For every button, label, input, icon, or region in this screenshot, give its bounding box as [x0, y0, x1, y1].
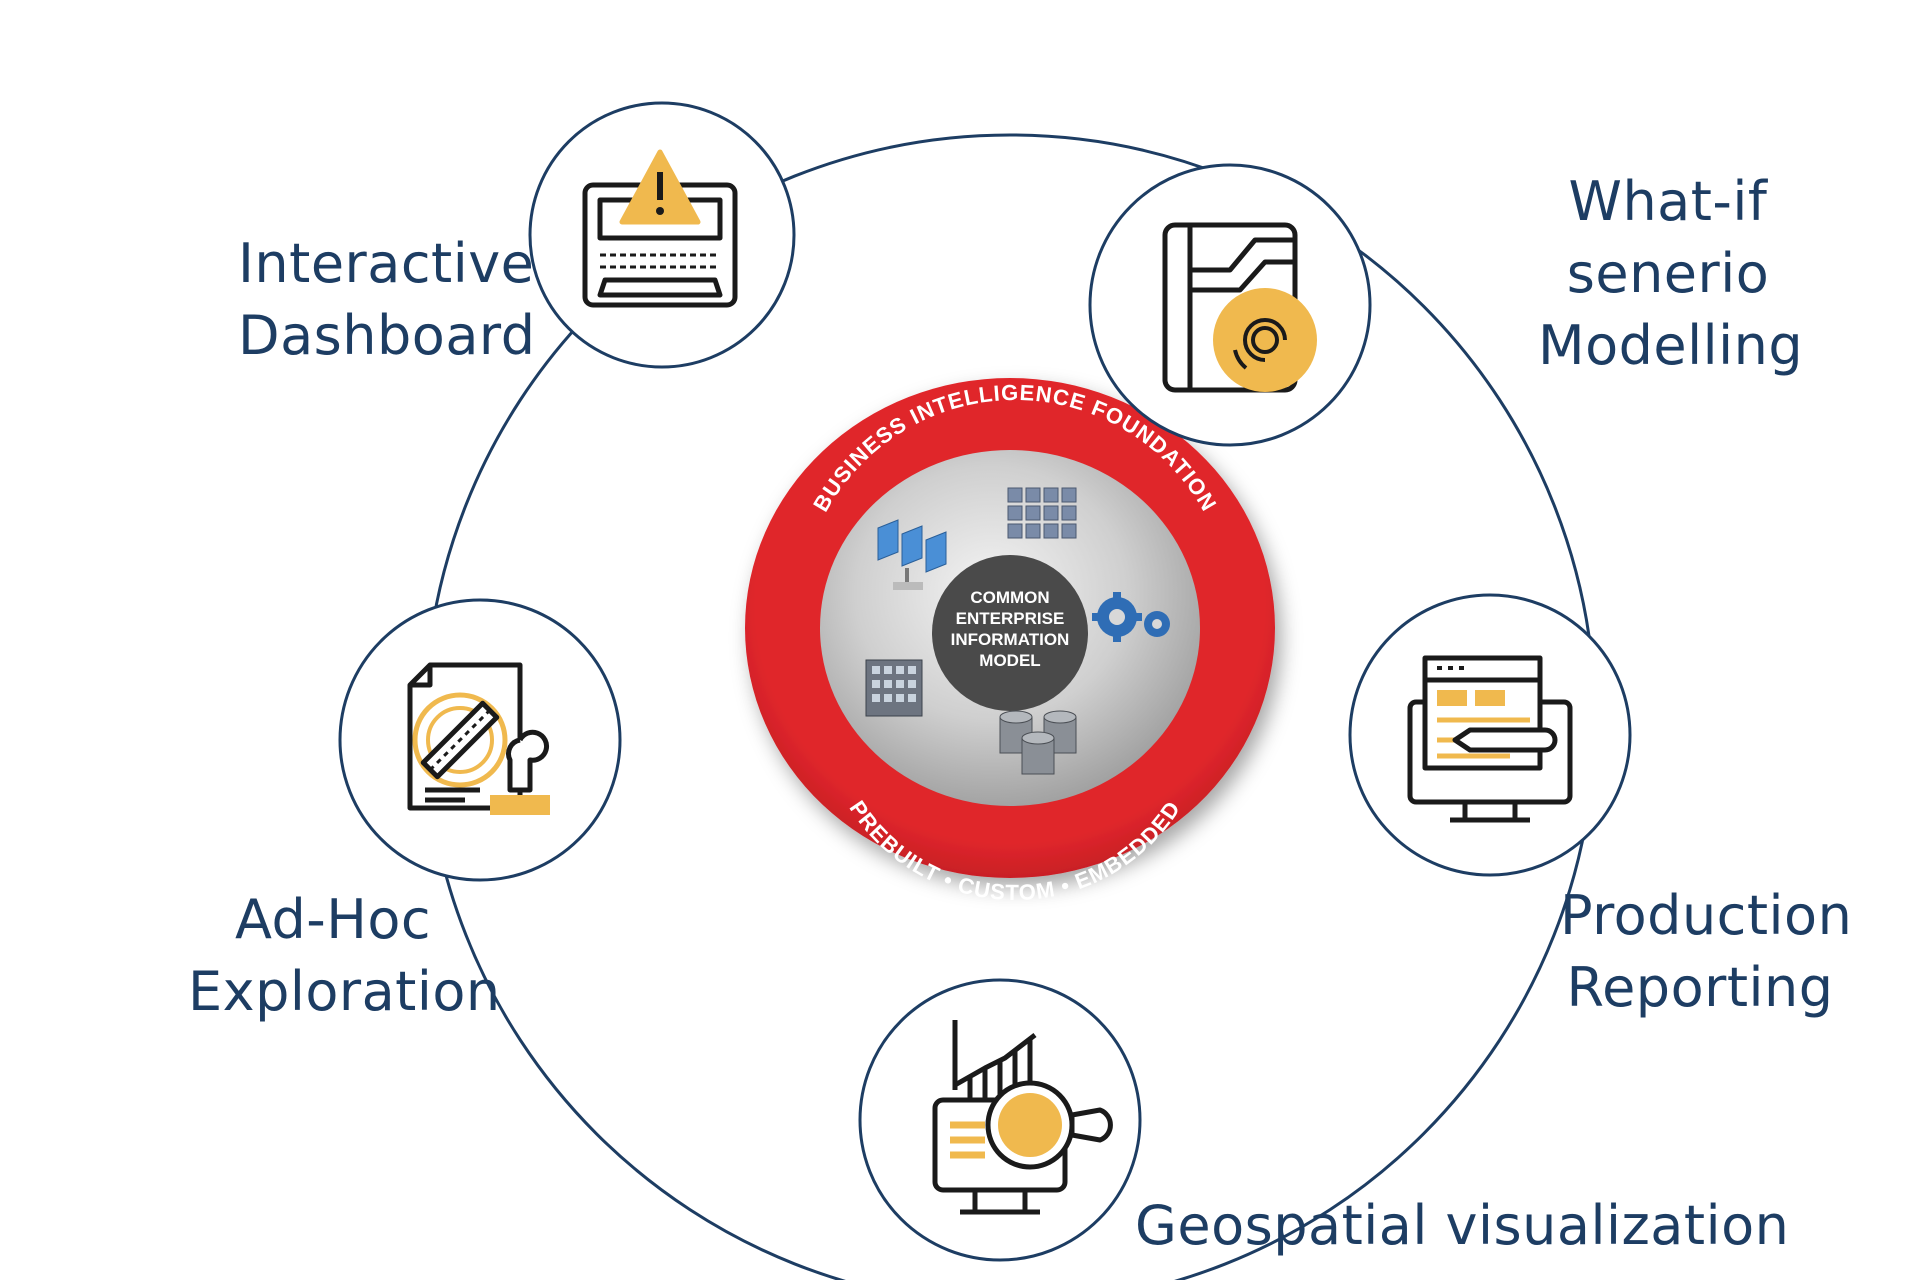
database-cylinders-icon [999, 710, 1077, 775]
node-production-reporting[interactable] [1348, 593, 1632, 877]
document-stamp-icon [407, 662, 550, 815]
label-line: senerio [1566, 242, 1770, 305]
node-interactive-dashboard[interactable] [528, 101, 796, 369]
core-model-circle [932, 555, 1088, 711]
core-line-4: MODEL [979, 651, 1040, 670]
label-line: Exploration [188, 960, 501, 1023]
node-ad-hoc-exploration[interactable] [338, 598, 622, 882]
label-line: What-if [1568, 170, 1768, 233]
label-ad-hoc-exploration: Ad-Hoc Exploration [188, 884, 501, 1028]
label-geospatial-visualization: Geospatial visualization [1135, 1190, 1789, 1262]
node-geospatial-visualization[interactable] [858, 978, 1142, 1262]
office-building-icon [865, 659, 923, 717]
label-what-if-modelling: What-if senerio Modelling [1538, 166, 1804, 382]
label-line: Modelling [1538, 314, 1804, 377]
laptop-warning-icon [582, 149, 738, 308]
data-cube-icon [1007, 487, 1077, 539]
label-line: Geospatial visualization [1135, 1194, 1790, 1257]
label-interactive-dashboard: Interactive Dashboard [238, 228, 535, 372]
monitor-magnifier-chart-icon [932, 1020, 1113, 1215]
label-production-reporting: Production Reporting [1560, 880, 1853, 1024]
monitor-report-icon [1407, 655, 1573, 823]
label-line: Reporting [1566, 956, 1834, 1019]
label-line: Production [1560, 884, 1853, 947]
label-line: Dashboard [238, 304, 536, 367]
core-line-3: INFORMATION [951, 630, 1070, 649]
label-line: Ad-Hoc [234, 888, 432, 951]
core-line-2: ENTERPRISE [956, 609, 1065, 628]
core-line-1: COMMON [970, 588, 1049, 607]
target-icon [1213, 288, 1317, 392]
node-what-if-modelling[interactable] [1088, 163, 1372, 447]
label-line: Interactive [238, 232, 535, 295]
solar-panels-icon [877, 519, 947, 590]
gears-icon [1092, 592, 1170, 642]
